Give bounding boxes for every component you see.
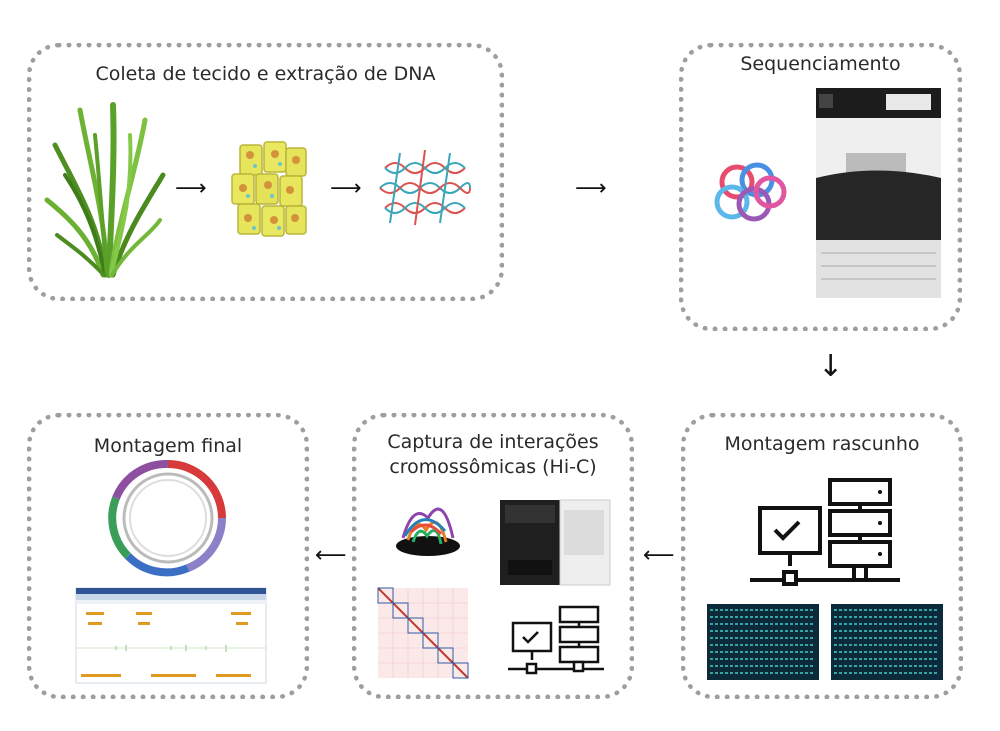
- panel-title: Montagem final: [93, 435, 243, 457]
- terminal-output-image: [707, 604, 819, 680]
- panel-tissue-collection: Coleta de tecido e extração de DNA: [27, 43, 504, 301]
- plant-cells-image: [231, 141, 307, 237]
- arrow-left-icon: ⟵: [315, 543, 347, 568]
- hic-contact-map: [377, 587, 469, 679]
- panel-final-assembly: Montagem final: [27, 413, 309, 699]
- arrow-right-icon: ⟶: [575, 176, 607, 201]
- dna-strands-image: [379, 149, 471, 226]
- panel-hic-capture: Captura de interações cromossômicas (Hi-…: [352, 413, 634, 699]
- panel-title: Coleta de tecido e extração de DNA: [95, 63, 436, 85]
- genome-browser-image: [75, 587, 267, 684]
- chromatin-3d-image: [396, 507, 460, 556]
- sequencer-machine-image: [816, 88, 941, 298]
- panel-title: Sequenciamento: [740, 53, 901, 75]
- arrow-down-icon: ↓: [818, 349, 844, 384]
- grass-image: [44, 102, 166, 278]
- arrow-right-icon: ⟶: [175, 176, 207, 201]
- arrow-left-icon: ⟵: [643, 543, 675, 568]
- panel-title: Captura de interações cromossômicas (Hi-…: [387, 431, 599, 478]
- panel-title: Montagem rascunho: [724, 433, 920, 455]
- hic-sequencer-image: [500, 499, 611, 586]
- computer-server-network-icon: [508, 605, 604, 675]
- circular-dna-icon: [714, 162, 787, 222]
- panel-draft-assembly: Montagem rascunho: [681, 413, 963, 699]
- terminal-output-image: [831, 604, 943, 680]
- circos-plot-image: [108, 459, 226, 577]
- arrow-right-icon: ⟶: [330, 176, 362, 201]
- panel-sequencing: Sequenciamento: [679, 43, 962, 331]
- computer-server-network-icon: [750, 478, 900, 586]
